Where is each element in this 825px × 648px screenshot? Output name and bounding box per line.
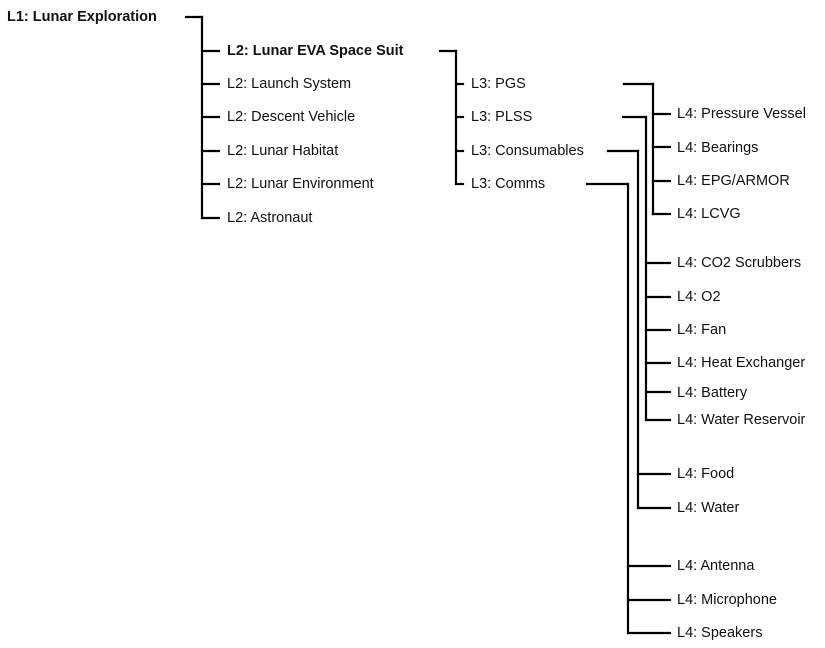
- node-l4-fan: L4: Fan: [677, 322, 727, 338]
- node-l4-lcvg: L4: LCVG: [677, 206, 741, 222]
- node-l3-comms: L3: Comms: [471, 176, 546, 192]
- node-l2-astronaut: L2: Astronaut: [227, 210, 313, 226]
- node-l3-plss: L3: PLSS: [471, 109, 533, 125]
- node-l4-heat-exchanger: L4: Heat Exchanger: [677, 355, 806, 371]
- node-l4-microphone: L4: Microphone: [677, 592, 777, 608]
- node-l2-launch-system: L2: Launch System: [227, 76, 352, 92]
- node-l4-epg-armor: L4: EPG/ARMOR: [677, 173, 790, 189]
- node-l4-food: L4: Food: [677, 466, 735, 482]
- node-l2-lunar-eva-space-suit: L2: Lunar EVA Space Suit: [227, 43, 404, 59]
- node-l2-lunar-environment: L2: Lunar Environment: [227, 176, 374, 192]
- node-l4-speakers: L4: Speakers: [677, 625, 763, 641]
- node-l1-lunar-exploration: L1: Lunar Exploration: [7, 9, 157, 25]
- node-l3-pgs: L3: PGS: [471, 76, 526, 92]
- node-l4-battery: L4: Battery: [677, 385, 748, 401]
- node-l4-co2-scrubbers: L4: CO2 Scrubbers: [677, 255, 802, 271]
- node-l4-o2: L4: O2: [677, 289, 721, 305]
- node-l2-descent-vehicle: L2: Descent Vehicle: [227, 109, 356, 125]
- node-l4-pressure-vessel: L4: Pressure Vessel: [677, 106, 806, 122]
- node-l2-lunar-habitat: L2: Lunar Habitat: [227, 143, 339, 159]
- node-l4-bearings: L4: Bearings: [677, 140, 759, 156]
- node-l4-antenna: L4: Antenna: [677, 558, 755, 574]
- node-l4-water-reservoir: L4: Water Reservoir: [677, 412, 806, 428]
- node-l3-consumables: L3: Consumables: [471, 143, 584, 159]
- node-l4-water: L4: Water: [677, 500, 740, 516]
